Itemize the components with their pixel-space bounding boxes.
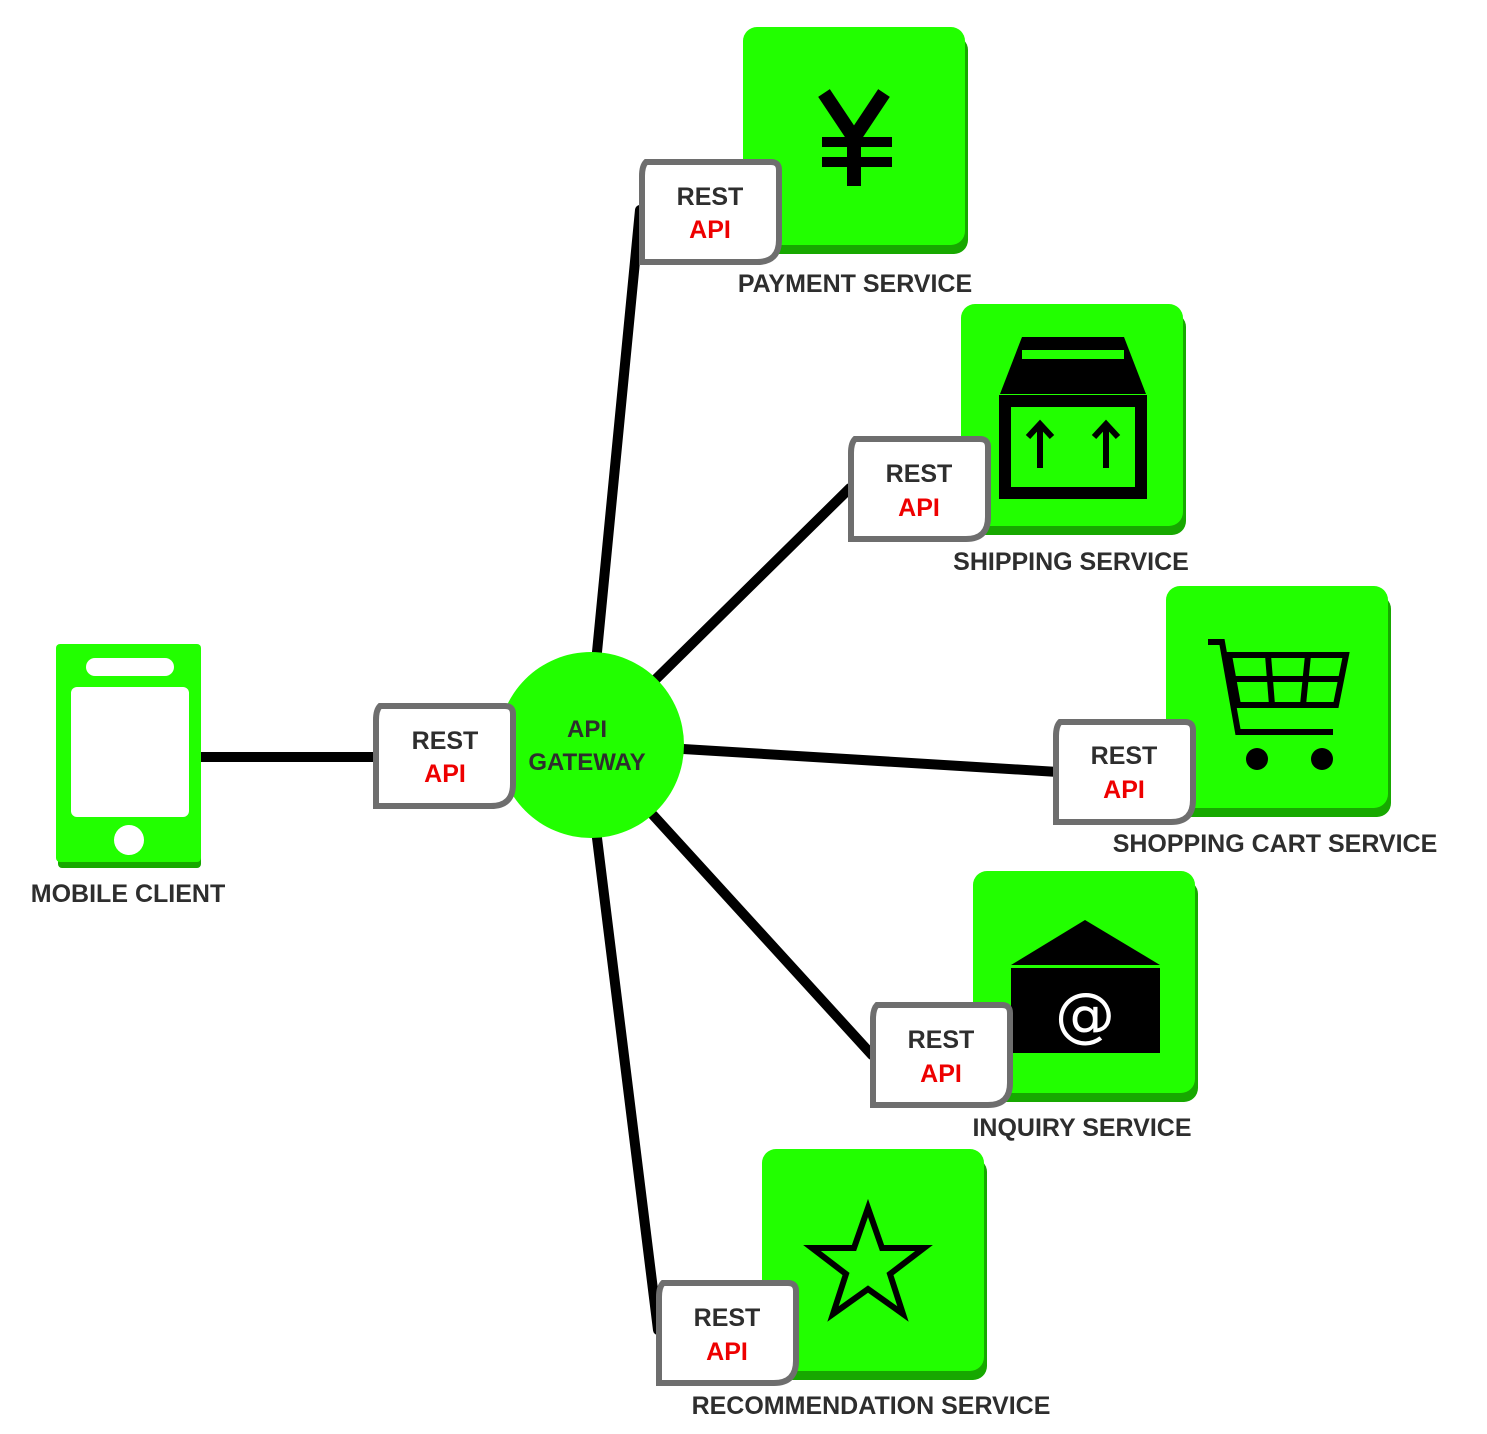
rest-api-badge-shopping-cart: REST API (1053, 719, 1196, 825)
connection-gateway-cart (678, 744, 1063, 777)
package-icon (999, 337, 1147, 499)
badge-rest-text: REST (412, 727, 479, 755)
connection-gateway-payment (592, 205, 645, 657)
rest-api-badge-recommendation: REST API (656, 1280, 799, 1386)
badge-api-text: API (706, 1338, 748, 1366)
recommendation-service: RECOMMENDATION SERVICE (692, 1149, 1051, 1420)
recommendation-service-label: RECOMMENDATION SERVICE (692, 1392, 1051, 1420)
mobile-client-label: MOBILE CLIENT (31, 880, 225, 908)
shopping-cart-icon (1208, 639, 1350, 770)
rest-api-badge-client: REST API (373, 703, 516, 809)
inquiry-service-label: INQUIRY SERVICE (972, 1114, 1191, 1142)
badge-api-text: API (1103, 776, 1145, 804)
badge-rest-text: REST (694, 1304, 761, 1332)
api-gateway: API GATEWAY (498, 652, 684, 838)
badge-api-text: API (424, 760, 466, 788)
yen-icon (818, 89, 892, 186)
email-envelope-icon: @ (1011, 920, 1160, 1053)
rest-api-badge-payment: REST API (639, 159, 782, 265)
connection-gateway-shipping (650, 483, 855, 685)
connection-gateway-recommendation (592, 833, 663, 1335)
badge-rest-text: REST (677, 183, 744, 211)
badge-api-text: API (898, 494, 940, 522)
badge-api-text: API (689, 216, 731, 244)
badge-rest-text: REST (886, 460, 953, 488)
mobile-client: MOBILE CLIENT (31, 644, 225, 908)
gateway-label-line1: API (567, 716, 607, 743)
rest-api-badge-inquiry: REST API (870, 1002, 1013, 1108)
svg-text:@: @ (1055, 980, 1115, 1050)
rest-api-badge-shipping: REST API (848, 436, 991, 542)
shipping-service: SHIPPING SERVICE (953, 304, 1189, 576)
smartphone-icon (71, 658, 189, 855)
payment-service: PAYMENT SERVICE (738, 27, 972, 298)
connection-gateway-inquiry (648, 810, 877, 1060)
gateway-label-line2: GATEWAY (528, 749, 645, 776)
payment-service-label: PAYMENT SERVICE (738, 270, 972, 298)
star-icon (803, 1198, 933, 1322)
connections (195, 205, 1063, 1335)
badge-rest-text: REST (908, 1026, 975, 1054)
badge-rest-text: REST (1091, 742, 1158, 770)
shopping-cart-service-label: SHOPPING CART SERVICE (1113, 830, 1438, 858)
shopping-cart-service: SHOPPING CART SERVICE (1113, 586, 1438, 858)
badge-api-text: API (920, 1060, 962, 1088)
inquiry-service: @ INQUIRY SERVICE (972, 871, 1198, 1142)
shipping-service-label: SHIPPING SERVICE (953, 548, 1189, 576)
